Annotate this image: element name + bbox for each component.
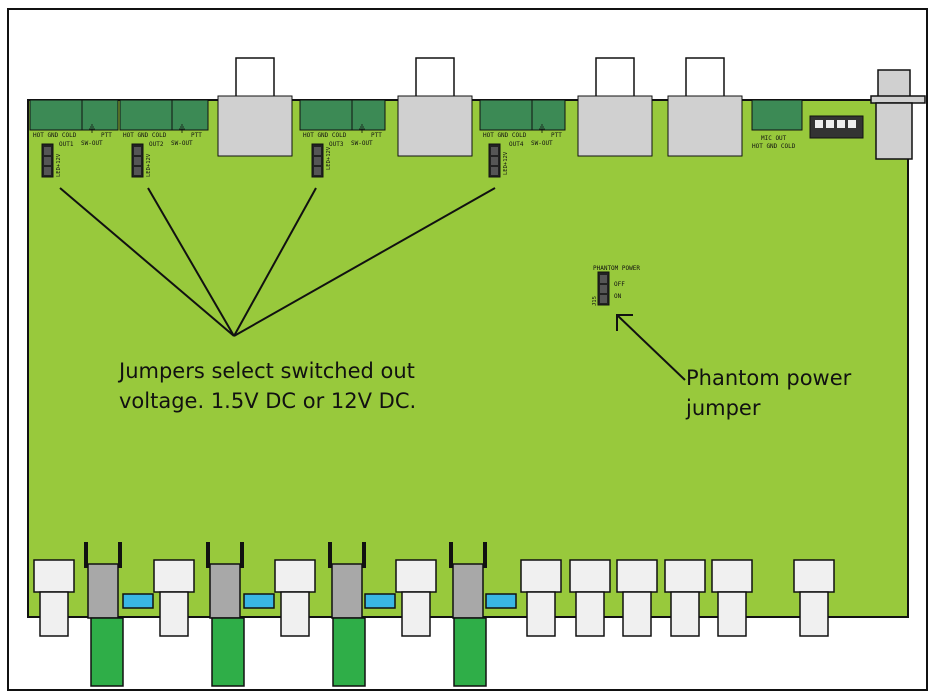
jumper-label: LED+12V: [56, 153, 62, 177]
ground-icon: [89, 124, 545, 133]
phantom-annotation-line2: jumper: [685, 396, 761, 420]
jack: [520, 559, 562, 593]
pins-label: HOT GND COLD: [33, 132, 77, 139]
blue-block: [122, 593, 154, 609]
terminal-block: [29, 99, 83, 131]
blue-block: [485, 593, 517, 609]
jack: [153, 559, 195, 593]
jack: [711, 559, 753, 593]
connector-body: [217, 95, 293, 157]
connector-body: [397, 95, 473, 157]
jumper-out1: LED+12V: [41, 143, 62, 178]
jack: [395, 559, 437, 593]
jack: [664, 559, 706, 593]
jack: [616, 559, 658, 593]
jumpers-annotation-line1: Jumpers select switched out: [117, 359, 415, 383]
circuit-board: [27, 99, 909, 618]
arrow-pointer-icon: [616, 314, 686, 381]
terminal-block: [531, 99, 566, 131]
out-label: OUT4: [509, 141, 524, 148]
pins-label: HOT GND COLD: [483, 132, 527, 139]
rj-connector: [87, 563, 119, 619]
top-connectors: [217, 57, 743, 157]
jack: [274, 559, 316, 593]
phantom-on: ON: [614, 293, 622, 300]
out-label: OUT2: [149, 141, 164, 148]
silkscreen-labels: HOT GND COLD HOT GND COLD HOT GND COLD H…: [33, 132, 796, 150]
out-label: OUT3: [329, 141, 344, 148]
connector-tab: [235, 57, 275, 101]
network-cable: [453, 617, 487, 687]
jumper-label: LED+12V: [503, 151, 509, 175]
mic-out-label: MIC OUT: [761, 135, 787, 142]
phantom-power-jumper: PHANTOM POWER OFF ON J15: [592, 265, 640, 306]
jumper-out4: LED+12V: [488, 143, 509, 178]
connector-tab: [595, 57, 635, 101]
rj-connector: [452, 563, 484, 619]
jumper-label: LED+12V: [146, 153, 152, 177]
jumper-out3: LED+12V: [311, 143, 332, 178]
ptt-label: PTT: [101, 132, 112, 139]
dip-switch: [809, 115, 864, 139]
network-cable: [211, 617, 245, 687]
dc-jack: [870, 69, 926, 160]
terminal-block: [299, 99, 353, 131]
phantom-ref: J15: [592, 296, 598, 306]
sw-out-label: SW-OUT: [171, 140, 193, 147]
blue-block: [243, 593, 275, 609]
out-label: OUT1: [59, 141, 74, 148]
pins-label: HOT GND COLD: [123, 132, 167, 139]
jack: [33, 559, 75, 593]
sw-out-label: SW-OUT: [81, 140, 103, 147]
terminal-block: [81, 99, 119, 131]
jack: [793, 559, 835, 593]
phantom-title: PHANTOM POWER: [593, 265, 640, 272]
pins-label: HOT GND COLD: [303, 132, 347, 139]
sw-out-label: SW-OUT: [531, 140, 553, 147]
ptt-label: PTT: [551, 132, 562, 139]
output-terminal-blocks: [29, 99, 803, 131]
bottom-connectors: [33, 542, 835, 687]
jack: [569, 559, 611, 593]
ptt-label: PTT: [371, 132, 382, 139]
phantom-off: OFF: [614, 281, 625, 288]
rj-connector: [209, 563, 241, 619]
blue-block: [364, 593, 396, 609]
terminal-block: [479, 99, 533, 131]
terminal-block: [119, 99, 173, 131]
phantom-annotation-line1: Phantom power: [686, 366, 852, 390]
voltage-jumpers: LED+12V LED+12V LED+12V LED+12V: [41, 143, 509, 178]
jumper-label: LED+12V: [326, 146, 332, 170]
jack-stem: [39, 591, 69, 637]
mic-out-terminal: [751, 99, 803, 131]
sw-out-label: SW-OUT: [351, 140, 373, 147]
connector-body: [577, 95, 653, 157]
ptt-label: PTT: [191, 132, 202, 139]
network-cable: [90, 617, 124, 687]
connector-tab: [415, 57, 455, 101]
connector-tab: [685, 57, 725, 101]
connector-body: [667, 95, 743, 157]
rj-connector: [331, 563, 363, 619]
jumpers-annotation-line2: voltage. 1.5V DC or 12V DC.: [119, 389, 416, 413]
jumper-leader-lines: [59, 187, 496, 337]
jumper-out2: LED+12V: [131, 143, 152, 178]
terminal-block: [351, 99, 386, 131]
network-cable: [332, 617, 366, 687]
mic-out-pins: HOT GND COLD: [752, 143, 796, 150]
terminal-block: [171, 99, 209, 131]
